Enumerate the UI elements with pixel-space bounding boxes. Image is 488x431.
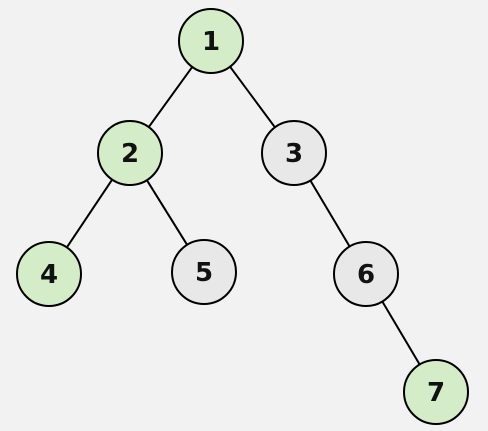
tree-node-4: 4 (16, 241, 82, 307)
node-circle-7 (403, 359, 469, 425)
edge-6-7 (381, 301, 421, 365)
tree-node-2: 2 (97, 120, 163, 186)
node-circle-3 (261, 120, 327, 186)
edge-3-6 (309, 179, 351, 248)
node-circle-4 (16, 241, 82, 307)
tree-node-7: 7 (403, 359, 469, 425)
node-label-2: 2 (121, 139, 139, 169)
tree-node-6: 6 (333, 241, 399, 307)
tree-node-5: 5 (171, 239, 237, 305)
node-label-3: 3 (285, 139, 303, 169)
edge-1-3 (229, 66, 276, 128)
edge-1-2 (147, 66, 194, 128)
edge-2-4 (65, 179, 114, 248)
node-circle-1 (178, 8, 244, 74)
tree-node-3: 3 (261, 120, 327, 186)
node-label-6: 6 (357, 260, 375, 290)
tree-node-1: 1 (178, 8, 244, 74)
nodes-layer: 1 2 3 4 5 6 7 (16, 8, 469, 425)
edges-layer (65, 66, 421, 365)
node-circle-5 (171, 239, 237, 305)
node-label-4: 4 (40, 260, 58, 290)
node-label-1: 1 (202, 27, 220, 57)
node-circle-2 (97, 120, 163, 186)
node-circle-6 (333, 241, 399, 307)
node-label-5: 5 (195, 258, 213, 288)
node-label-7: 7 (427, 378, 445, 408)
edge-2-5 (146, 179, 188, 246)
